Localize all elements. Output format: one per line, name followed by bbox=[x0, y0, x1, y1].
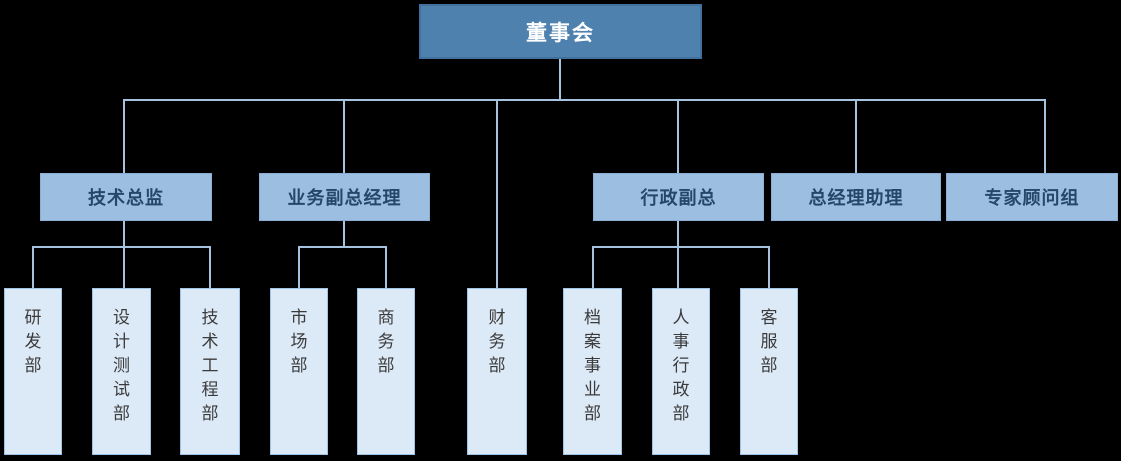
org-node-label: 专家顾问组 bbox=[984, 188, 1080, 208]
org-node-archives-division: 档案事业部 bbox=[563, 288, 622, 455]
connector-drop-customer-service-dept bbox=[768, 246, 770, 289]
connector-main-rail bbox=[123, 99, 1046, 101]
org-node-tech-engineering-dept: 技术工程部 bbox=[180, 288, 240, 455]
connector-admin-rail bbox=[592, 246, 770, 248]
connector-tech-stem bbox=[123, 221, 125, 247]
org-node-label: 董事会 bbox=[526, 21, 595, 45]
org-node-label: 市场部 bbox=[290, 308, 308, 375]
connector-drop-commerce-dept bbox=[385, 246, 387, 289]
connector-drop-marketing-dept bbox=[298, 246, 300, 289]
org-node-label: 商务部 bbox=[377, 308, 395, 375]
org-node-label: 技术总监 bbox=[88, 188, 164, 208]
org-node-label: 行政副总 bbox=[640, 188, 717, 208]
org-node-finance-dept: 财务部 bbox=[467, 288, 527, 455]
org-node-tech-director: 技术总监 bbox=[40, 173, 212, 221]
connector-drop-design-test-dept bbox=[123, 246, 125, 289]
org-node-expert-advisory-group: 专家顾问组 bbox=[946, 173, 1118, 221]
org-node-admin-deputy-gm: 行政副总 bbox=[593, 173, 764, 221]
org-node-label: 业务副总经理 bbox=[287, 188, 402, 208]
connector-drop-hr-admin-dept bbox=[677, 246, 679, 289]
org-node-label: 客服部 bbox=[760, 308, 778, 375]
org-node-label: 档案事业部 bbox=[584, 308, 601, 423]
org-node-design-test-dept: 设计测试部 bbox=[92, 288, 151, 455]
connector-biz-rail bbox=[298, 246, 387, 248]
org-node-label: 财务部 bbox=[488, 308, 506, 375]
org-node-hr-admin-dept: 人事行政部 bbox=[652, 288, 710, 455]
connector-drop-tech-director bbox=[123, 99, 125, 173]
org-node-label: 研发部 bbox=[24, 308, 42, 375]
org-node-commerce-dept: 商务部 bbox=[357, 288, 415, 455]
org-node-gm-assistant: 总经理助理 bbox=[771, 173, 941, 221]
org-node-label: 技术工程部 bbox=[201, 308, 219, 423]
connector-drop-rnd-dept bbox=[32, 246, 34, 289]
connector-drop-gm-assistant bbox=[855, 99, 857, 173]
org-node-board-of-directors: 董事会 bbox=[419, 4, 702, 59]
connector-admin-stem bbox=[677, 221, 679, 247]
connector-drop-expert-group bbox=[1044, 99, 1046, 173]
org-node-label: 总经理助理 bbox=[808, 188, 904, 208]
org-node-rnd-dept: 研发部 bbox=[4, 288, 62, 455]
org-node-label: 人事行政部 bbox=[672, 308, 690, 423]
connector-drop-business-deputy bbox=[343, 99, 345, 173]
connector-drop-tech-eng-dept bbox=[209, 246, 211, 289]
org-node-customer-service-dept: 客服部 bbox=[740, 288, 798, 455]
org-node-marketing-dept: 市场部 bbox=[270, 288, 328, 455]
org-node-label: 设计测试部 bbox=[113, 308, 130, 423]
org-node-business-deputy-gm: 业务副总经理 bbox=[259, 173, 430, 221]
connector-drop-admin-deputy bbox=[677, 99, 679, 173]
connector-drop-finance-dept bbox=[496, 99, 498, 289]
connector-drop-archives-dept bbox=[592, 246, 594, 289]
connector-biz-stem bbox=[343, 221, 345, 247]
connector-root-drop bbox=[559, 59, 561, 100]
connector-tech-rail bbox=[32, 246, 211, 248]
